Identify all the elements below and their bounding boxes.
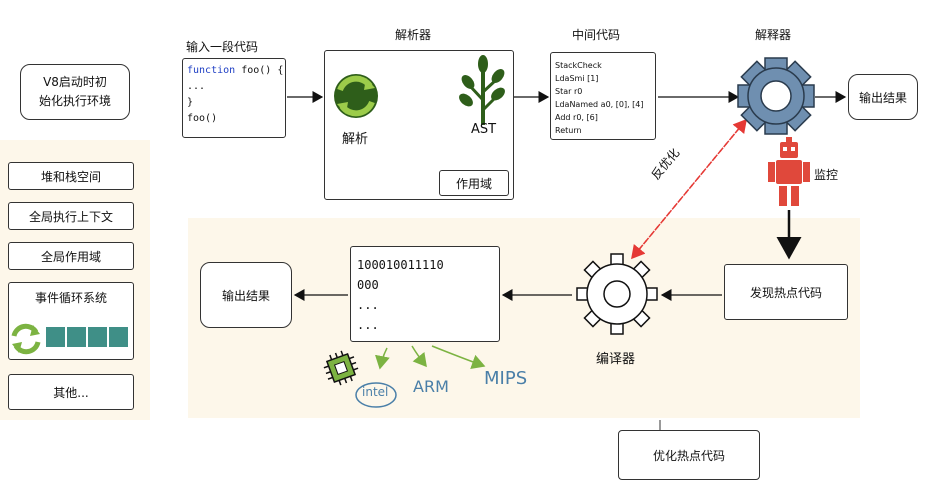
heap-stack-box: 堆和栈空间: [8, 162, 134, 190]
code-close: }: [187, 97, 194, 108]
v8-init-line1: V8启动时初: [43, 75, 107, 89]
bytecode-title: 中间代码: [572, 28, 621, 42]
parse-label: 解析: [342, 132, 369, 147]
scope-box: 作用域: [439, 170, 509, 196]
machine-code-line: ...: [357, 318, 379, 332]
interpreter-title: 解释器: [755, 28, 792, 42]
global-scope-box: 全局作用域: [8, 242, 134, 270]
other-box: 其他...: [8, 374, 134, 410]
machine-code-line: 100010011110: [357, 258, 444, 272]
optimize-label: 优化热点代码: [652, 448, 725, 463]
v8-init-bubble: V8启动时初 始化执行环境: [20, 64, 130, 120]
bytecode-line: Return: [555, 126, 582, 135]
code-body: ...: [187, 81, 206, 92]
bytecode-line: StackCheck: [555, 61, 602, 70]
event-loop-box: 事件循环系统: [8, 282, 134, 360]
source-title: 输入一段代码: [186, 40, 259, 54]
v8-init-line2: 始化执行环境: [38, 94, 111, 108]
other-label: 其他...: [53, 385, 89, 400]
compiler-output-label: 输出结果: [221, 288, 270, 303]
code-keyword: function: [187, 65, 236, 76]
global-context-box: 全局执行上下文: [8, 202, 134, 230]
optimize-callout: 优化热点代码: [618, 430, 760, 480]
interpreter-output-label: 输出结果: [858, 90, 907, 105]
interpreter-output-box: 输出结果: [848, 74, 918, 120]
bytecode-line: Star r0: [555, 87, 583, 96]
arch-intel: intel: [362, 385, 389, 399]
machine-code-line: ...: [357, 298, 379, 312]
bytecode-line: Add r0, [6]: [555, 113, 598, 122]
ast-label: AST: [471, 122, 497, 137]
code-call: foo(): [187, 113, 218, 124]
compiler-output-box: 输出结果: [200, 262, 292, 328]
hot-code-box: 发现热点代码: [724, 264, 848, 320]
global-scope-label: 全局作用域: [40, 249, 101, 264]
arch-arm: ARM: [413, 377, 449, 396]
bytecode-line: LdaSmi [1]: [555, 74, 599, 83]
scope-label: 作用域: [455, 176, 492, 191]
bytecode-line: LdaNamed a0, [0], [4]: [555, 100, 644, 109]
parser-title: 解析器: [395, 28, 432, 42]
monitor-label: 监控: [814, 168, 839, 182]
machine-code-box: 100010011110 000......: [350, 246, 500, 342]
heap-stack-label: 堆和栈空间: [40, 169, 101, 184]
code-fn-decl: foo() {: [235, 65, 284, 76]
compiler-label: 编译器: [596, 352, 636, 367]
machine-code-line: 000: [357, 278, 379, 292]
hot-code-label: 发现热点代码: [749, 285, 822, 300]
event-loop-label: 事件循环系统: [34, 291, 107, 305]
arch-mips: MIPS: [484, 368, 528, 389]
global-context-label: 全局执行上下文: [28, 209, 113, 224]
source-code-box: function foo() { ... } foo(): [182, 58, 286, 138]
